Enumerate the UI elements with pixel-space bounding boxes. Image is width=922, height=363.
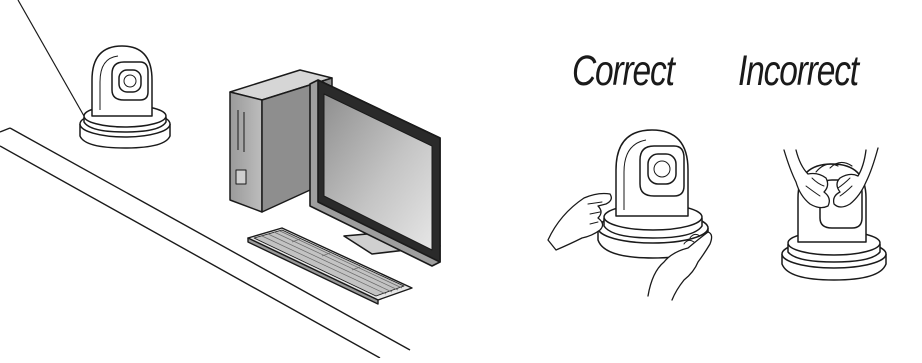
pointer-line [17, 0, 85, 117]
monitor [309, 79, 441, 267]
incorrect-label: Incorrect [738, 47, 859, 95]
keyboard [247, 227, 413, 305]
hand-icon [547, 192, 713, 301]
ptz-camera-icon [79, 45, 171, 149]
hand-icon [783, 147, 879, 209]
desk-edge [0, 127, 411, 359]
camera-held-correctly [597, 129, 709, 259]
correct-label: Correct [572, 47, 675, 95]
